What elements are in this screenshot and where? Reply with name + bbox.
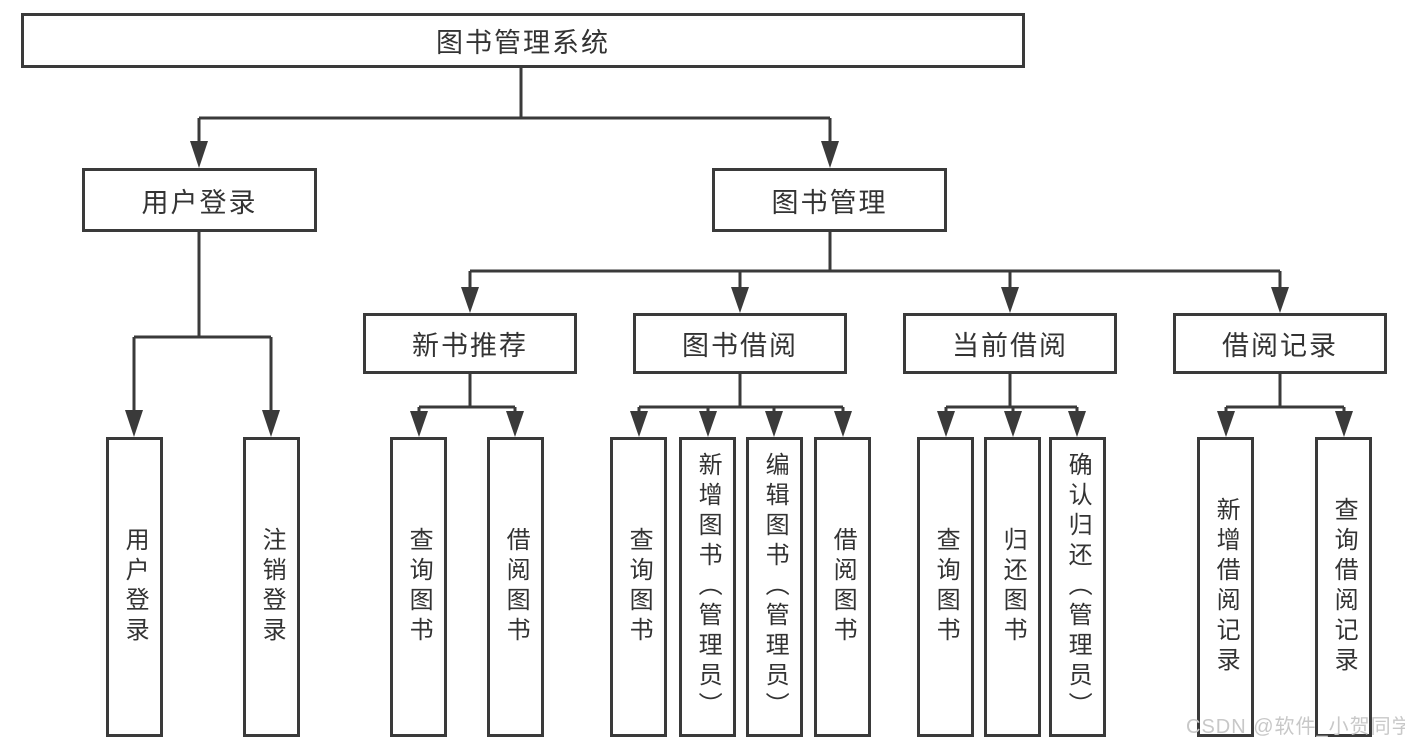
arrowhead-down-icon [410,411,428,437]
arrowhead-down-icon [1335,411,1353,437]
connector-new-book-children [410,374,524,437]
connector-user-login-children [125,232,280,437]
node-book-borrow: 图书借阅 [633,313,847,374]
leaf-current-return-book: 归还图书 [984,437,1041,737]
connector-current-borrow-children [937,374,1086,437]
arrowhead-down-icon [461,287,479,313]
leaf-current-confirm-return-admin: 确认归还（管理员） [1049,437,1106,737]
arrowhead-down-icon [1068,411,1086,437]
node-new-book-recommend: 新书推荐 [363,313,577,374]
connector-line [132,232,273,414]
connector-book-borrow-children [630,374,852,437]
arrowhead-down-icon [1271,287,1289,313]
arrowhead-down-icon [765,411,783,437]
arrowhead-down-icon [699,411,717,437]
connector-line [944,374,1079,414]
leaf-bookborrow-query-book: 查询图书 [610,437,667,737]
arrowhead-down-icon [821,141,839,168]
node-label: 注销登录 [258,527,286,647]
node-label: 新增图书（管理员） [694,452,722,722]
node-borrow-records: 借阅记录 [1173,313,1387,374]
leaf-bookborrow-add-book-admin: 新增图书（管理员） [679,437,736,737]
node-label: 借阅记录 [1222,331,1338,361]
node-label: 当前借阅 [952,331,1068,361]
leaf-user-login: 用户登录 [106,437,163,737]
arrowhead-down-icon [506,411,524,437]
connector-line [417,374,517,414]
node-label: 借阅图书 [502,527,530,647]
arrowhead-down-icon [1004,411,1022,437]
node-label: 新增借阅记录 [1212,497,1240,677]
connector-root-to-branches [190,68,839,168]
leaf-newbook-borrow-book: 借阅图书 [487,437,544,737]
node-label: 新书推荐 [412,331,528,361]
node-label: 用户登录 [141,187,258,218]
leaf-logout: 注销登录 [243,437,300,737]
arrowhead-down-icon [731,287,749,313]
leaf-records-add-record: 新增借阅记录 [1197,437,1254,737]
arrowhead-down-icon [1217,411,1235,437]
arrowhead-down-icon [937,411,955,437]
node-label: 图书管理系统 [436,28,610,58]
arrowhead-down-icon [630,411,648,437]
arrowhead-down-icon [1001,287,1019,313]
leaf-bookborrow-borrow-book: 借阅图书 [814,437,871,737]
node-current-borrow: 当前借阅 [903,313,1117,374]
node-label: 查询图书 [932,527,960,647]
leaf-current-query-book: 查询图书 [917,437,974,737]
node-label: 查询图书 [405,527,433,647]
connector-book-management-children [461,232,1289,313]
connector-line [1224,374,1346,414]
watermark: CSDN @软件_小贺同学 [1186,716,1405,738]
leaf-bookborrow-edit-book-admin: 编辑图书（管理员） [746,437,803,737]
node-label: 图书借阅 [682,331,798,361]
leaf-records-query-record: 查询借阅记录 [1315,437,1372,737]
node-book-management: 图书管理 [712,168,947,232]
node-label: 借阅图书 [829,527,857,647]
connector-line [197,68,832,146]
arrowhead-down-icon [125,410,143,437]
arrowhead-down-icon [834,411,852,437]
node-label: 归还图书 [999,527,1027,647]
node-user-login: 用户登录 [82,168,317,232]
connector-line [468,232,1282,291]
arrowhead-down-icon [262,410,280,437]
connector-borrow-records-children [1217,374,1353,437]
arrowhead-down-icon [190,141,208,168]
node-label: 确认归还（管理员） [1064,452,1092,722]
node-label: 查询图书 [625,527,653,647]
node-label: 图书管理 [771,187,888,218]
leaf-newbook-query-book: 查询图书 [390,437,447,737]
node-root: 图书管理系统 [21,13,1025,68]
node-label: 用户登录 [121,527,149,647]
connector-line [637,374,845,414]
node-label: 编辑图书（管理员） [761,452,789,722]
node-label: 查询借阅记录 [1330,497,1358,677]
